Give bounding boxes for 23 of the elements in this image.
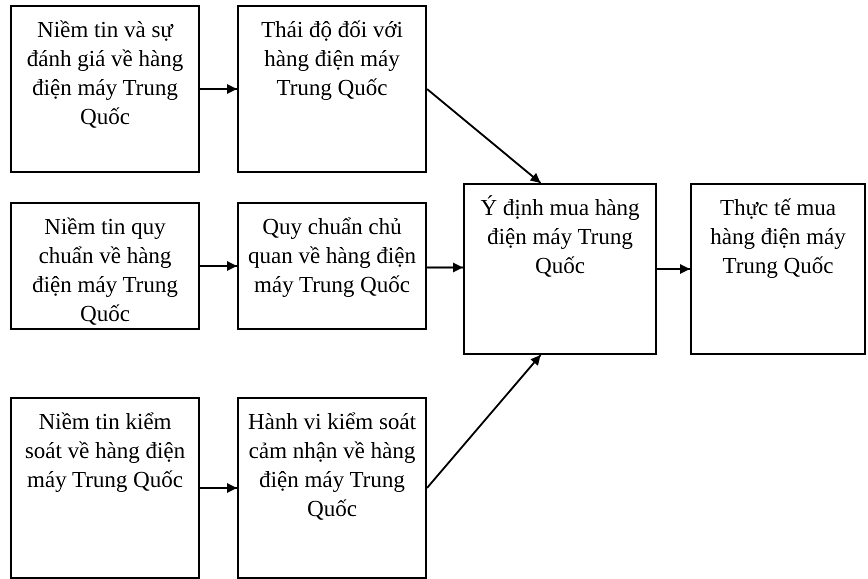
process-box	[10, 397, 200, 579]
arrow	[200, 483, 237, 493]
box-text: Ý định mua hàng điện máy Trung Quốc	[479, 194, 641, 280]
process-box	[690, 183, 866, 355]
arrow	[657, 264, 690, 274]
arrow	[426, 88, 542, 184]
box-text: Niềm tin và sự đánh giá về hàng điện máy Trung Quốc	[26, 16, 184, 131]
arrow	[427, 262, 463, 272]
box-text: Thực tế mua hàng điện máy Trung Quốc	[709, 194, 847, 280]
process-box	[237, 397, 427, 579]
process-box	[10, 202, 200, 330]
box-text: Hành vi kiểm soát cảm nhận về hàng điện máy Trung Quốc	[247, 408, 417, 523]
box-text: Quy chuẩn chủ quan về hàng điện máy Trung Quốc	[247, 213, 417, 299]
arrow	[200, 84, 237, 94]
process-box	[10, 5, 200, 173]
process-box	[463, 183, 657, 355]
box-text: Thái độ đối với hàng điện máy Trung Quốc	[260, 16, 404, 102]
process-box	[237, 202, 427, 330]
arrow	[426, 354, 542, 489]
box-text: Niềm tin kiểm soát về hàng điện máy Trung Quốc	[24, 408, 186, 494]
box-text: Niềm tin quy chuẩn về hàng điện máy Trung Quốc	[31, 213, 179, 328]
arrow	[200, 261, 237, 271]
process-box	[237, 5, 427, 173]
